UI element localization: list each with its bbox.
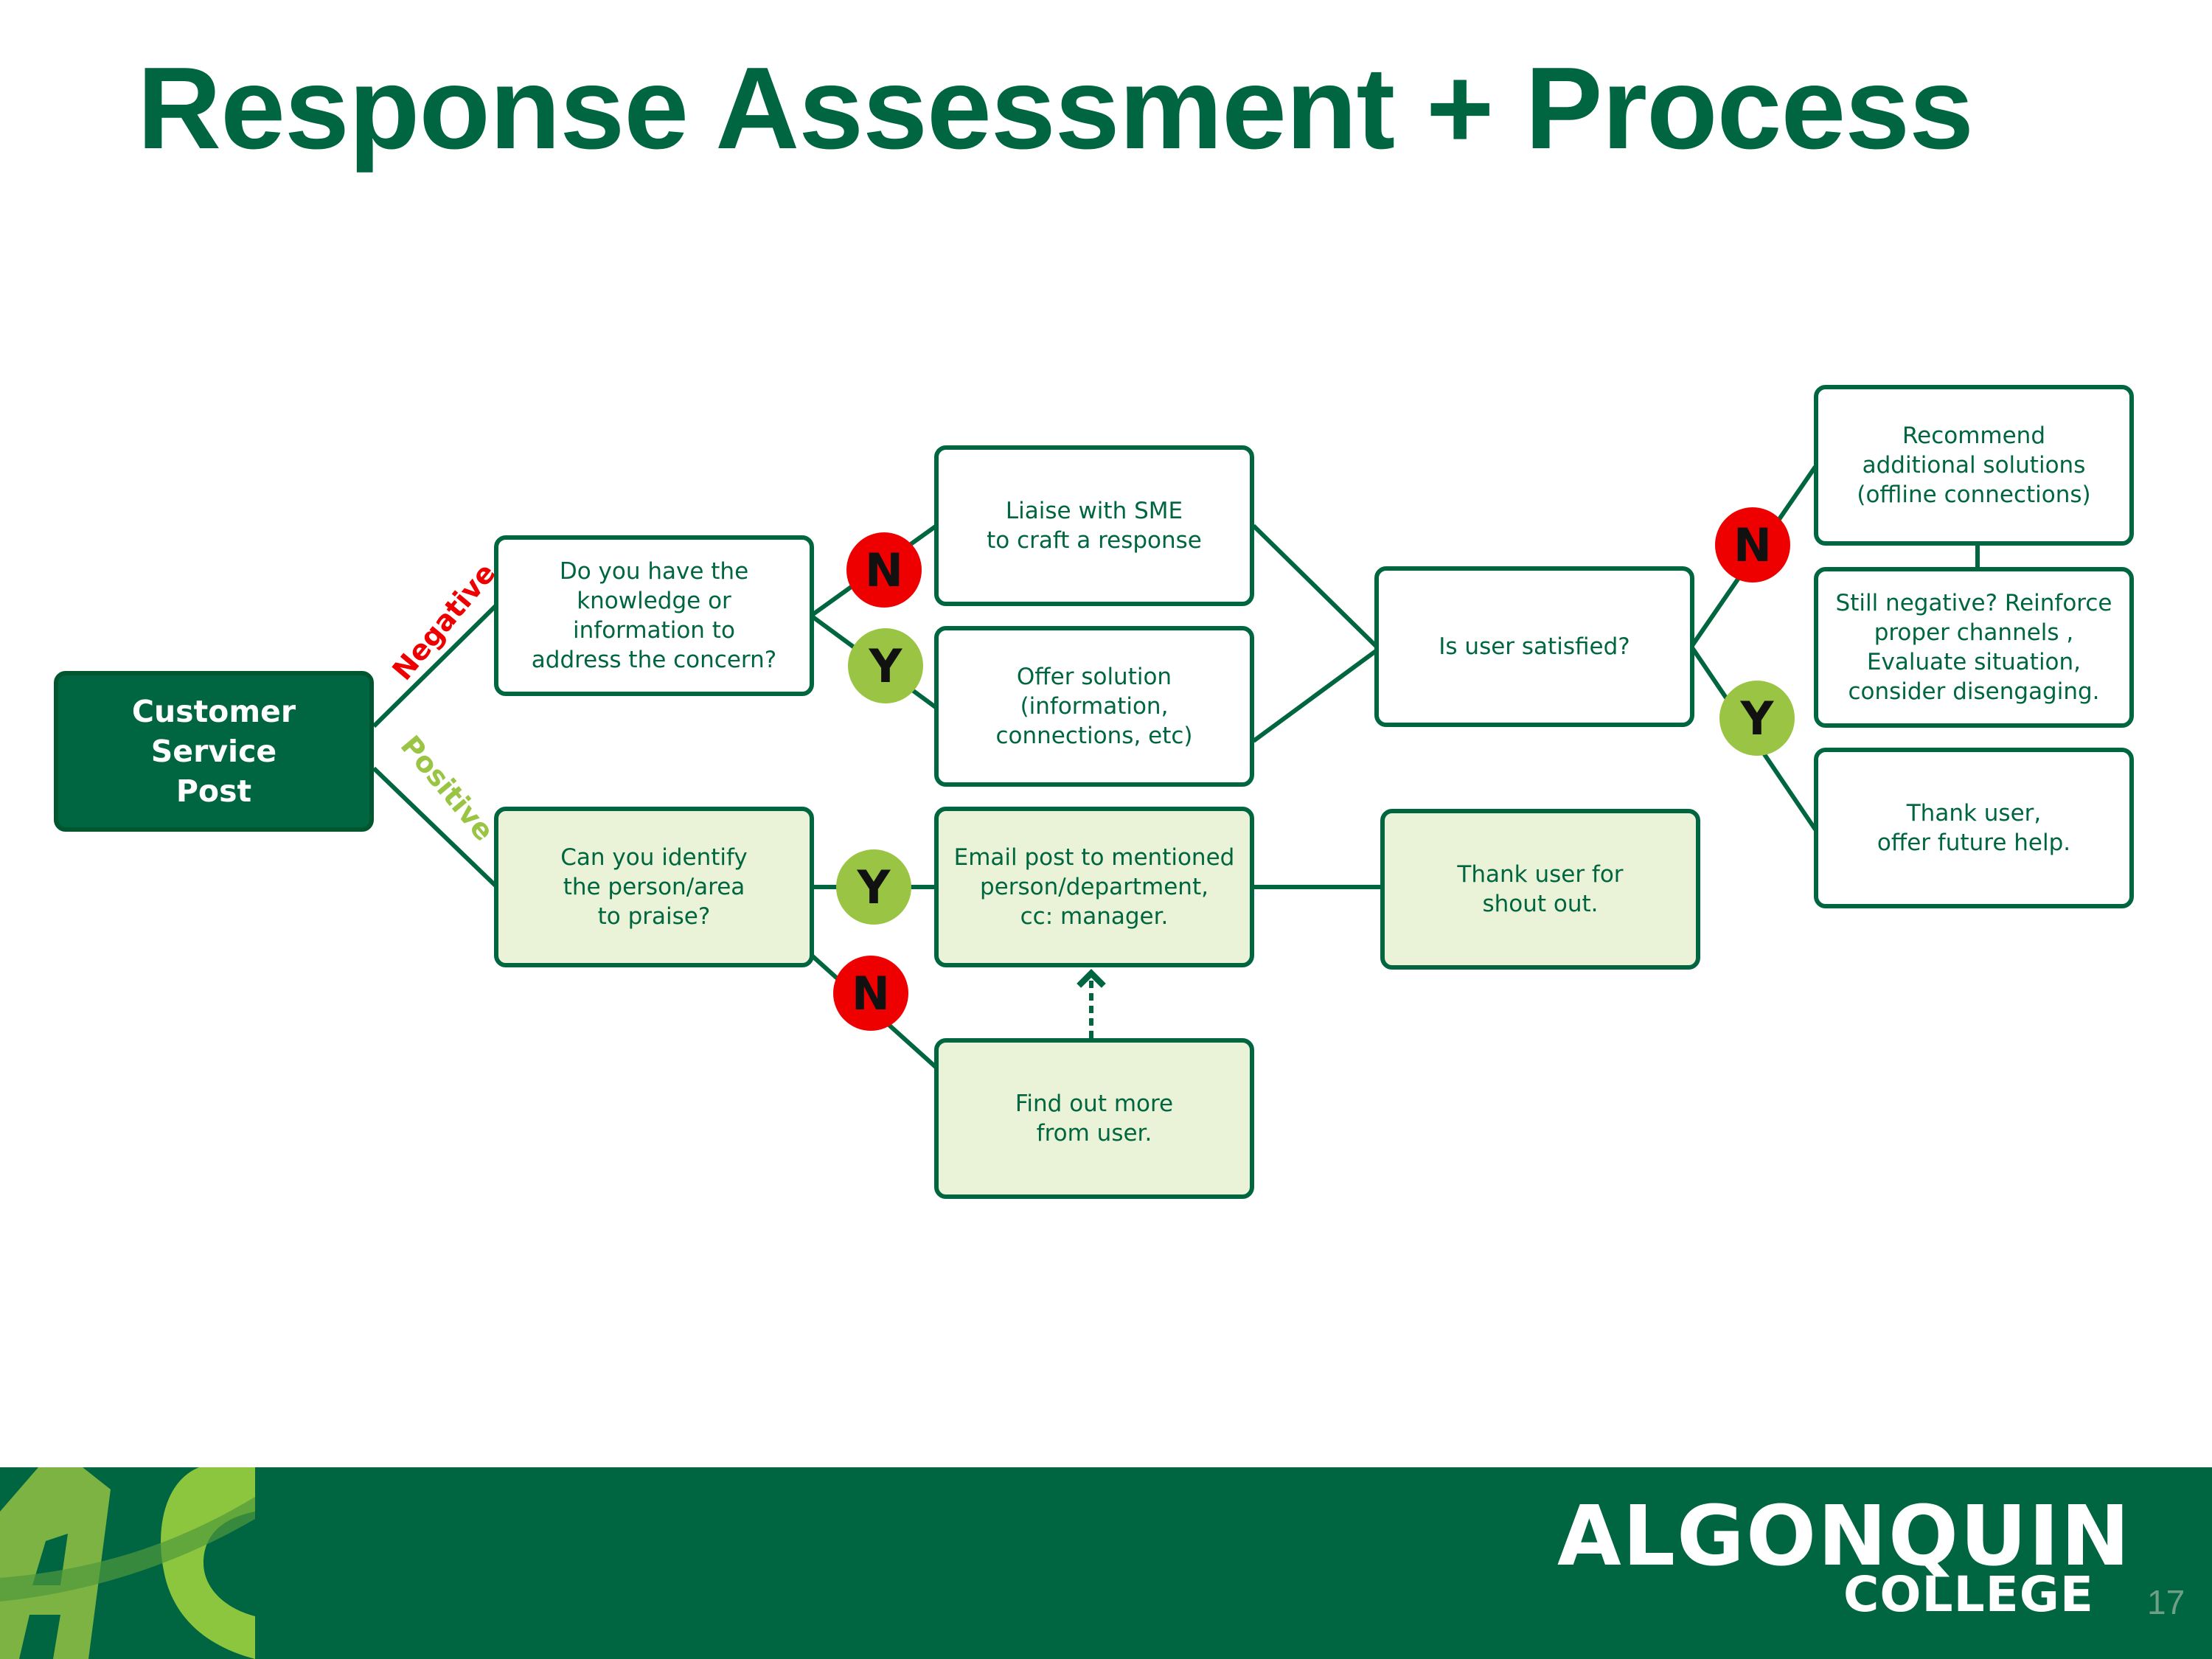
email-post-box: Email post to mentioned person/departmen… (934, 807, 1254, 967)
positive-connector (372, 766, 501, 891)
thank-shout-out-box: Thank user for shout out. (1380, 809, 1700, 970)
recommend-solutions-box: Recommend additional solutions (offline … (1814, 385, 2134, 546)
thank-user-box: Thank user, offer future help. (1814, 748, 2134, 908)
find-out-more-box: Find out more from user. (934, 1038, 1254, 1199)
slide-title: Response Assessment + Process (137, 44, 1974, 173)
no-badge-identify: N (833, 956, 908, 1031)
negative-connector (372, 601, 501, 728)
ac-logo-mark (0, 1467, 255, 1659)
liaise-sme-box: Liaise with SME to craft a response (934, 445, 1254, 606)
footer-bar (0, 1467, 2212, 1659)
user-satisfied-box: Is user satisfied? (1374, 566, 1694, 727)
offer-solution-box: Offer solution (information, connections… (934, 626, 1254, 787)
liaise-to-satisfied-line (1251, 524, 1381, 651)
brand-wordmark-algonquin: ALGONQUIN (1557, 1489, 2132, 1585)
page-number: 17 (2147, 1583, 2185, 1621)
brand-wordmark-college: COLLEGE (1843, 1566, 2094, 1623)
offer-to-satisfied-line (1252, 647, 1380, 743)
still-negative-box: Still negative? Reinforce proper channel… (1814, 567, 2134, 728)
yes-badge-knowledge: Y (848, 628, 923, 703)
yes-badge-identify: Y (836, 849, 911, 925)
knowledge-question-box: Do you have the knowledge or information… (494, 535, 814, 696)
no-badge-knowledge: N (846, 532, 922, 608)
customer-service-post-box: Customer Service Post (54, 671, 374, 832)
no-badge-satisfied: N (1715, 507, 1790, 582)
yes-badge-satisfied: Y (1719, 681, 1795, 756)
identify-person-box: Can you identify the person/area to prai… (494, 807, 814, 967)
